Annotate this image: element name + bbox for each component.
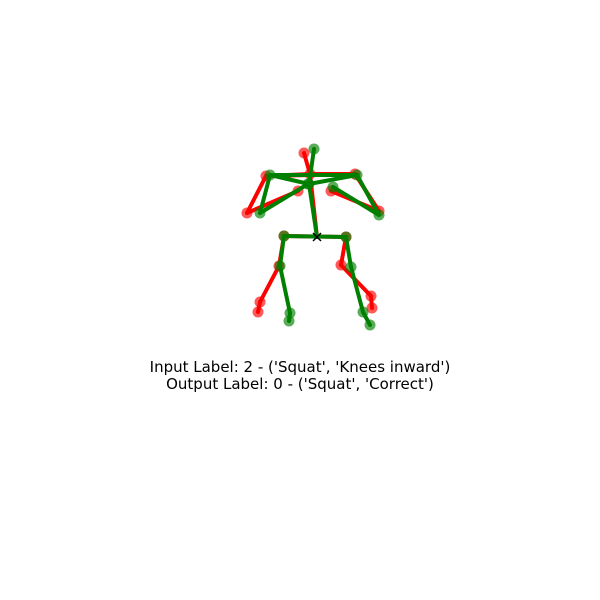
- output-pose-skeleton: [254, 143, 385, 331]
- output-label-text: Output Label: 0 - ('Squat', 'Correct'): [166, 375, 434, 393]
- output-bone-head-neck: [307, 147, 316, 186]
- output-joint-r_el: [373, 209, 385, 221]
- center-marker-stroke-1: [312, 232, 322, 242]
- input-joint-l_ft: [252, 306, 264, 318]
- output-joint-l_el: [254, 207, 266, 219]
- input-joint-l_an: [254, 296, 266, 308]
- input-bone-l_kn-l_an: [258, 264, 281, 304]
- output-joint-r_hip: [340, 231, 352, 243]
- output-bone-l_kn-l_an: [278, 264, 292, 315]
- input-joint-l_el: [241, 207, 253, 219]
- output-bone-neck-hipc: [307, 182, 319, 239]
- output-bone-r_el-r_wr: [331, 185, 381, 217]
- input-joint-r_an: [365, 290, 377, 302]
- output-joint-r_kn: [345, 261, 357, 273]
- output-joint-r_sh: [351, 169, 363, 181]
- output-joint-l_kn: [274, 260, 286, 272]
- output-joint-l_hip: [278, 230, 290, 242]
- output-joint-l_wr: [302, 178, 314, 190]
- output-joint-head: [308, 143, 320, 155]
- output-joint-l_an: [284, 307, 296, 319]
- output-bone-r_sh-r_el: [355, 173, 381, 217]
- output-joint-l_sh: [264, 169, 276, 181]
- input-joint-r_kn: [335, 259, 347, 271]
- output-joint-r_an: [357, 306, 369, 318]
- input-joint-head: [298, 147, 310, 159]
- output-bone-l_sh-l_el: [258, 173, 272, 215]
- hip-center-x-marker: [312, 232, 322, 242]
- output-bone-r_kn-r_an: [349, 265, 365, 314]
- output-joint-r_wr: [327, 181, 339, 193]
- input-bone-l_sh-l_el: [245, 174, 268, 215]
- output-bone-l_el-l_wr: [258, 182, 310, 215]
- input-label-text: Input Label: 2 - ('Squat', 'Knees inward…: [149, 358, 451, 376]
- input-joint-r_ft: [366, 302, 378, 314]
- output-joint-l_ft: [283, 315, 295, 327]
- output-bone-l_hip-r_hip: [282, 234, 348, 239]
- output-joint-r_ft: [364, 319, 376, 331]
